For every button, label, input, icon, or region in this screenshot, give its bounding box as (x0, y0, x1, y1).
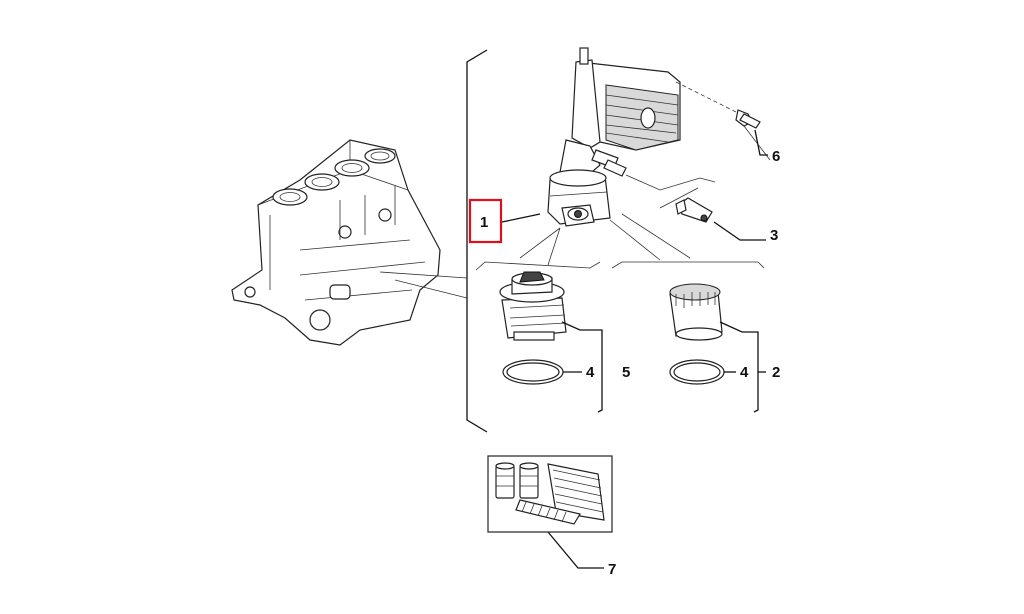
filter-element-part-2[interactable] (669, 283, 723, 341)
service-kit-part-7[interactable] (487, 455, 613, 533)
callout-4-left[interactable]: 4 (586, 364, 595, 381)
o-ring-right[interactable] (669, 359, 725, 385)
callout-labels: 1 6 3 4 5 4 2 7 (468, 148, 780, 578)
assembly-bracket-lines (379, 49, 488, 433)
o-ring-left[interactable] (502, 359, 564, 385)
fitting-part-3[interactable] (625, 174, 716, 223)
callout-1[interactable]: 1 (480, 214, 488, 231)
callout-2[interactable]: 2 (772, 364, 780, 381)
filter-cartridge-part-5[interactable] (499, 271, 567, 341)
callout-7[interactable]: 7 (608, 561, 616, 578)
callout-leader-lines (501, 129, 768, 569)
variant-split-lines (475, 213, 765, 271)
callout-6[interactable]: 6 (772, 148, 780, 165)
highlight-box-part-1 (468, 198, 503, 244)
callout-5[interactable]: 5 (622, 364, 630, 381)
callout-4-right[interactable]: 4 (740, 364, 749, 381)
engine-block[interactable] (231, 139, 441, 346)
callout-3[interactable]: 3 (770, 227, 778, 244)
bolt-part-6[interactable] (675, 81, 771, 161)
oil-cooler-housing[interactable] (547, 47, 681, 227)
